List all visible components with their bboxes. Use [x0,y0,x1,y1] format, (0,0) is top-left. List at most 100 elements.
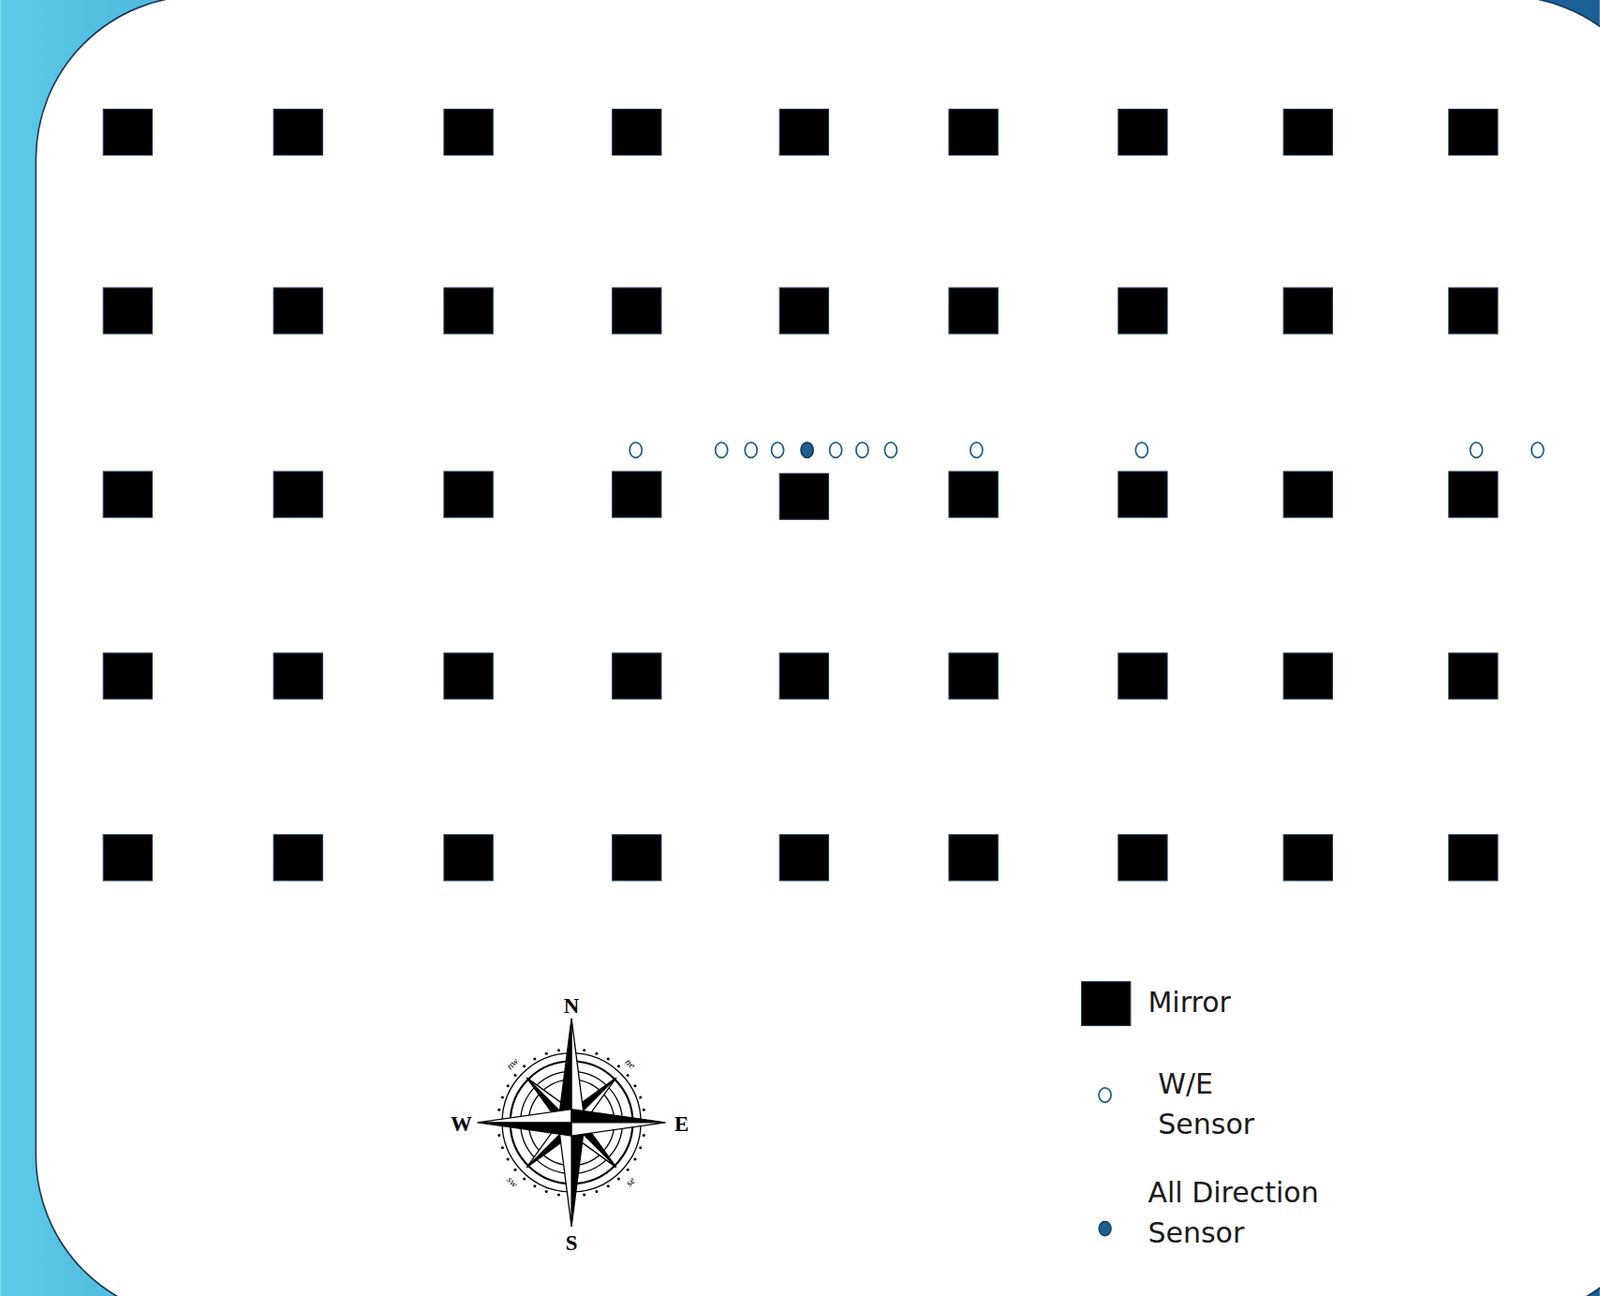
mirror [273,834,323,881]
we-sensor [744,442,757,458]
we-sensor [856,442,869,458]
mirror [948,471,998,518]
compass-point [558,1018,572,1123]
mirror [1449,109,1498,156]
compass-dot [545,1189,549,1193]
compass-dot [533,1056,536,1060]
mirror [1283,287,1333,334]
compass-dot [533,1184,536,1187]
compass-point [571,1018,585,1123]
compass-dot [545,1051,549,1055]
mirror [948,109,998,156]
mirror [273,109,323,156]
compass-dot [501,1145,504,1149]
legend-swatch [1081,981,1131,1026]
mirror [273,471,323,518]
mirror [1118,471,1168,518]
mirror [612,287,662,334]
compass-point [477,1109,572,1123]
compass-dot [607,1056,610,1060]
compass-point [571,1122,666,1136]
mirror [1283,652,1333,699]
mirror [444,109,493,156]
mirror [444,471,493,518]
mirror [1449,287,1498,334]
we-sensor [1135,442,1148,458]
mirror [1283,471,1333,518]
compass-dot [522,1176,526,1180]
mirror [612,652,662,699]
compass-dot [594,1189,598,1193]
compass-dot [557,1193,561,1197]
compass-point [558,1122,572,1227]
mirror [103,834,152,881]
legend-text: W/E Sensor [1157,1063,1299,1144]
compass-dot [633,1083,637,1087]
mirror [779,834,829,881]
mirror [948,287,998,334]
mirror [1283,834,1333,881]
mirror [612,109,662,156]
compass-dot [617,1176,621,1180]
compass-east: E [674,1113,689,1136]
we-sensor-sample [1098,1087,1112,1102]
mirror [612,834,662,881]
compass-dot [626,1168,630,1171]
compass-dot [497,1108,501,1112]
we-sensor [1469,442,1482,458]
mirror [1118,109,1168,156]
mirror [103,471,152,518]
compass-dot [642,1108,646,1112]
mirror [1449,834,1498,881]
we-sensor [970,442,983,458]
mirror [612,471,662,518]
compass-dot [642,1133,646,1137]
mirror [273,652,323,699]
compass-dot [522,1064,526,1067]
compass-dot [594,1051,598,1055]
compass-dot [501,1096,504,1099]
mirror [273,287,323,334]
we-sensor [829,442,843,458]
mirror [1118,287,1168,334]
mirror [444,834,493,881]
compass-dot [506,1157,510,1161]
compass-dot [557,1048,561,1052]
compass-dot [617,1064,621,1067]
compass-dot [607,1184,610,1187]
compass-south: S [565,1231,578,1254]
compass-dot [582,1048,586,1052]
we-sensor [771,442,785,458]
mirror [779,109,829,156]
compass-dot [497,1133,501,1137]
mirror [1449,471,1498,518]
compass-dot [513,1168,517,1171]
we-sensor [1531,442,1544,458]
we-sensor [715,442,728,458]
mirror [1118,652,1168,699]
compass-dot [513,1073,517,1077]
compass-point [571,1122,585,1227]
mirror [779,652,829,699]
compass-dot [638,1145,642,1149]
mirror [1118,834,1168,881]
mirror [103,287,152,334]
legend-text: Mirror [1147,981,1392,1023]
compass-north: N [563,995,580,1018]
compass-point [571,1109,666,1123]
compass-dot [638,1096,642,1099]
mirror [779,287,829,334]
mirror [948,652,998,699]
mirror [444,287,493,334]
compass-point [477,1122,572,1136]
mirror [779,473,829,519]
all-direction-sensor [800,442,814,458]
legend-text: All Direction Sensor [1147,1171,1335,1253]
all-direction-sensor-sample [1098,1221,1112,1236]
mirror [103,109,152,156]
mirror [1283,109,1333,156]
we-sensor [629,442,642,458]
we-sensor [884,442,897,458]
compass-dot [582,1193,586,1197]
